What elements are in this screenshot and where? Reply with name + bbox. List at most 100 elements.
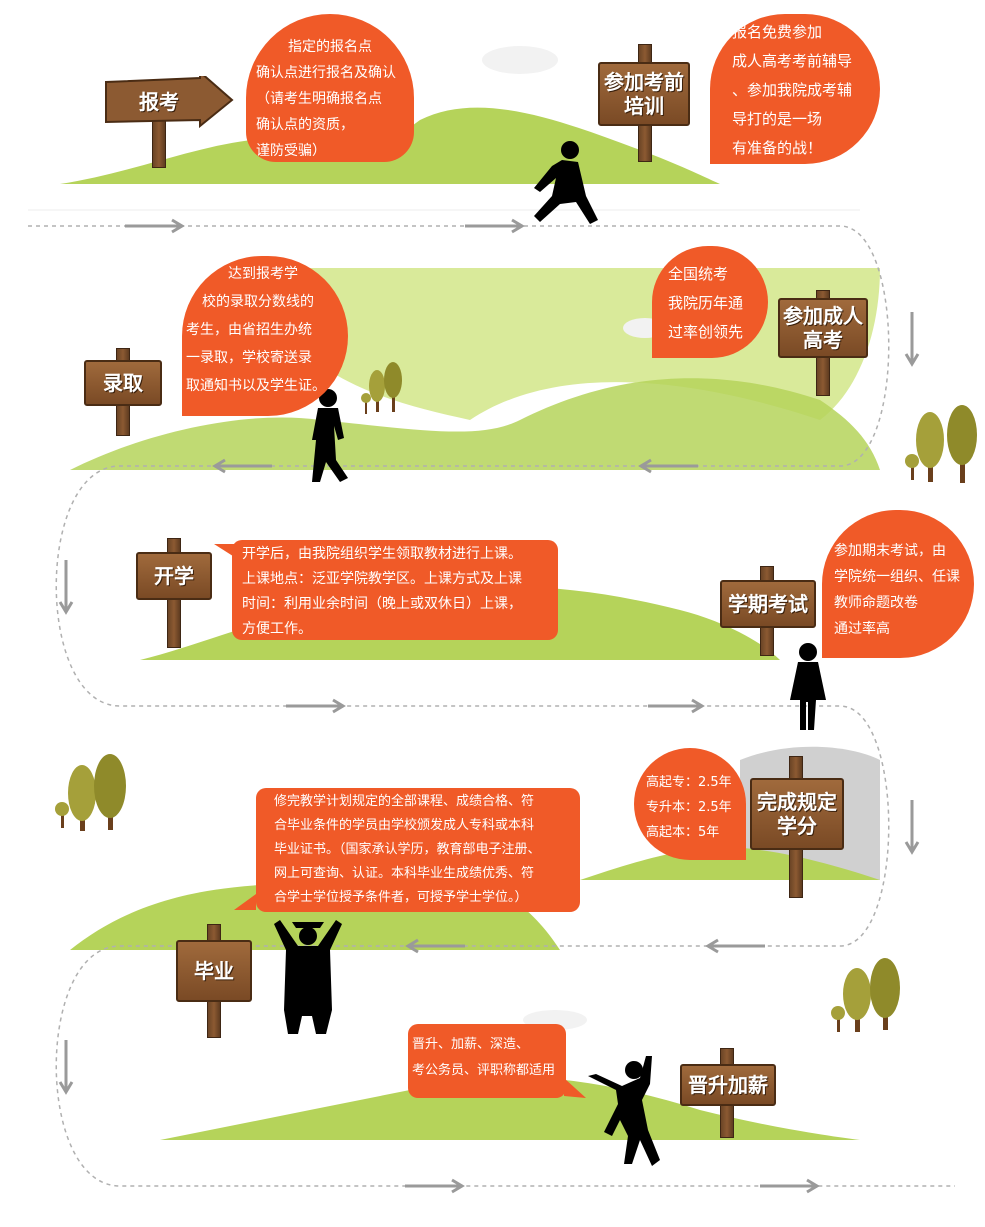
tree-icon <box>831 958 900 1032</box>
bubble-apply-line: （请考生明确报名点 <box>256 91 382 107</box>
signpost-enroll-label: 开学 <box>154 564 194 588</box>
arrow-down <box>58 560 74 615</box>
bubble-credits: 高起专：2.5年 专升本：2.5年 高起本：5年 <box>634 748 746 860</box>
winding-path <box>28 225 955 1187</box>
signpost-exam-label-2: 高考 <box>803 328 843 352</box>
signpost-promotion-board: 晋升加薪 <box>680 1064 776 1106</box>
bubble-graduate-line: 合学士学位授予条件者，可授予学士学位。） <box>274 890 528 905</box>
signpost-exam: 参加成人 高考 <box>778 290 868 396</box>
bubble-admission: 达到报考学 校的录取分数线的 考生，由省招生办统 一录取，学校寄送录 取通知书以… <box>182 256 348 416</box>
bubble-enroll-line: 开学后，由我院组织学生领取教材进行上课。 <box>242 546 522 562</box>
signpost-credits-label-1: 完成规定 <box>757 790 837 814</box>
bubble-graduate: 修完教学计划规定的全部课程、成绩合格、符 合毕业条件的学员由学校颁发成人专科或本… <box>256 788 580 912</box>
hill-6 <box>160 1076 860 1140</box>
signpost-exam-board: 参加成人 高考 <box>778 298 868 358</box>
bubble-exam-line: 我院历年通 <box>668 294 744 312</box>
signpost-admission-board: 录取 <box>84 360 162 406</box>
bubble-apply-line: 谨防受骗） <box>256 143 326 159</box>
bubble-term-exam-line: 参加期末考试，由 <box>834 543 946 559</box>
arrow-sign-board <box>105 76 234 128</box>
signpost-admission-label: 录取 <box>103 371 143 395</box>
signpost-term-exam-board: 学期考试 <box>720 580 816 628</box>
arrow-right <box>405 1178 465 1194</box>
arrow-right <box>760 1178 820 1194</box>
arrow-left <box>405 938 465 954</box>
signpost-graduate-label: 毕业 <box>194 959 234 983</box>
bubble-enroll-line: 方便工作。 <box>242 621 312 637</box>
bubble-enroll-line: 时间：利用业余时间（晚上或双休日）上课， <box>242 596 522 612</box>
bubble-term-exam-line: 教师命题改卷 <box>834 595 918 611</box>
arrow-right <box>648 698 705 714</box>
signpost-training: 参加考前 培训 <box>598 44 690 162</box>
hill-2b <box>70 378 880 470</box>
bubble-exam: 全国统考 我院历年通 过率创领先 <box>652 246 768 358</box>
bubble-enroll-line: 上课地点：泛亚学院教学区。上课方式及上课 <box>242 571 522 587</box>
bubble-term-exam: 参加期末考试，由 学院统一组织、任课 教师命题改卷 通过率高 <box>822 510 974 658</box>
bubble-graduate-tail <box>234 894 256 910</box>
bubble-enroll-tail <box>214 544 236 558</box>
bubble-enroll: 开学后，由我院组织学生领取教材进行上课。 上课地点：泛亚学院教学区。上课方式及上… <box>232 540 558 640</box>
arrow-left <box>638 458 698 474</box>
walking-person-icon <box>534 141 598 224</box>
hill-4 <box>580 847 880 880</box>
bubble-graduate-line: 合毕业条件的学员由学校颁发成人专科或本科 <box>274 818 535 833</box>
arrow-down <box>904 312 920 367</box>
bubble-admission-line: 一录取，学校寄送录 <box>186 350 312 366</box>
tree-icon <box>55 754 126 831</box>
signpost-graduate-board: 毕业 <box>176 940 252 1002</box>
signpost-apply: 报考 <box>104 72 234 168</box>
bubble-training-line: 、参加我院成考辅 <box>732 81 853 99</box>
bubble-training-line: 报名免费参加 <box>732 23 823 41</box>
bubble-credits-line: 专升本：2.5年 <box>646 800 732 815</box>
bubble-admission-line: 校的录取分数线的 <box>202 294 314 310</box>
signpost-credits-label-2: 学分 <box>777 814 817 838</box>
bubble-graduate-line: 修完教学计划规定的全部课程、成绩合格、符 <box>274 794 535 809</box>
bubble-apply-line: 确认点进行报名及确认 <box>256 65 396 81</box>
bubble-exam-line: 全国统考 <box>668 265 729 283</box>
arrow-right <box>286 698 346 714</box>
bubble-admission-line: 达到报考学 <box>228 266 298 282</box>
bubble-credits-line: 高起专：2.5年 <box>646 775 732 790</box>
signpost-enroll: 开学 <box>136 538 212 648</box>
graduate-icon <box>274 920 342 1034</box>
arrow-right <box>125 218 185 234</box>
jumping-person-icon <box>588 1056 660 1166</box>
woman-standing-icon <box>790 643 826 730</box>
signpost-promotion-label: 晋升加薪 <box>688 1073 768 1097</box>
signpost-apply-label: 报考 <box>139 90 179 114</box>
bubble-apply-line: 确认点的资质， <box>256 117 354 133</box>
bubble-training: 报名免费参加 成人高考考前辅导 、参加我院成考辅 导打的是一场 有准备的战！ <box>710 14 880 164</box>
signpost-graduate: 毕业 <box>176 924 252 1038</box>
bubble-admission-line: 取通知书以及学生证。 <box>186 378 326 394</box>
signpost-training-board: 参加考前 培训 <box>598 62 690 126</box>
signpost-training-label-2: 培训 <box>624 94 664 118</box>
signpost-exam-label-1: 参加成人 <box>783 304 863 328</box>
signpost-enroll-board: 开学 <box>136 552 212 600</box>
bubble-credits-line: 高起本：5年 <box>646 825 720 840</box>
signpost-promotion: 晋升加薪 <box>680 1048 776 1138</box>
signpost-admission: 录取 <box>84 348 162 436</box>
signpost-credits-board: 完成规定 学分 <box>750 778 844 850</box>
bubble-apply: 指定的报名点 确认点进行报名及确认 （请考生明确报名点 确认点的资质， 谨防受骗… <box>246 14 414 162</box>
bubble-training-line: 导打的是一场 <box>732 110 823 128</box>
signpost-term-exam-label: 学期考试 <box>728 592 808 616</box>
signpost-term-exam: 学期考试 <box>720 566 816 656</box>
bubble-graduate-line: 毕业证书。（国家承认学历，教育部电子注册、 <box>274 842 541 857</box>
arrow-left <box>212 458 272 474</box>
bubble-exam-line: 过率创领先 <box>668 323 744 341</box>
signpost-credits: 完成规定 学分 <box>750 756 844 898</box>
bubble-apply-line: 指定的报名点 <box>288 39 372 55</box>
bubble-promotion-line: 晋升、加薪、深造、 <box>412 1037 530 1052</box>
bubble-promotion-line: 考公务员、评职称都适用 <box>412 1063 556 1078</box>
arrow-down <box>58 1040 74 1095</box>
bubble-term-exam-line: 通过率高 <box>834 621 890 637</box>
arrow-left <box>705 938 765 954</box>
tree-icon <box>361 362 402 414</box>
bubble-promotion-tail <box>564 1078 586 1098</box>
arrow-down <box>904 800 920 855</box>
bubble-training-line: 有准备的战！ <box>732 139 823 157</box>
bubble-graduate-line: 网上可查询、认证。本科毕业生成绩优秀、符 <box>274 866 535 881</box>
bubble-promotion: 晋升、加薪、深造、 考公务员、评职称都适用 <box>408 1024 566 1098</box>
bubble-training-line: 成人高考考前辅导 <box>732 52 853 70</box>
bubble-admission-line: 考生，由省招生办统 <box>186 322 312 338</box>
